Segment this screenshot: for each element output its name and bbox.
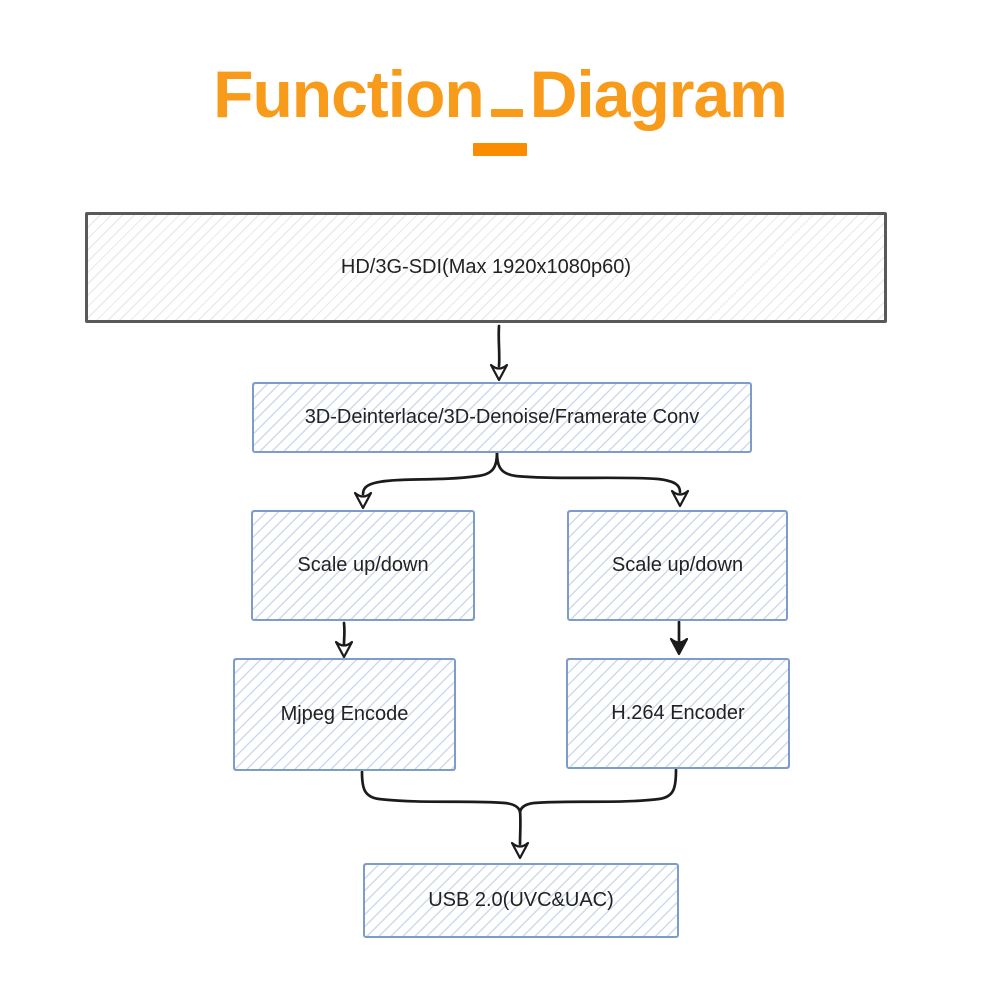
arrowhead-scale-left bbox=[353, 491, 373, 510]
node-scale-left: Scale up/down bbox=[251, 510, 475, 621]
arrowhead-scale-right bbox=[670, 489, 690, 508]
arrowhead-usb bbox=[510, 841, 530, 860]
node-h264-encoder: H.264 Encoder bbox=[566, 658, 790, 769]
node-deinterlace-denoise: 3D-Deinterlace/3D-Denoise/Framerate Conv bbox=[252, 382, 752, 453]
node-mjpeg-encode: Mjpeg Encode bbox=[233, 658, 456, 771]
arrowhead-mjpeg bbox=[334, 640, 354, 659]
arrowhead-h264 bbox=[669, 637, 689, 656]
node-usb-output: USB 2.0(UVC&UAC) bbox=[363, 863, 679, 938]
node-scale-right: Scale up/down bbox=[567, 510, 788, 621]
title-dash-decoration bbox=[473, 143, 527, 156]
node-sdi-input: HD/3G-SDI(Max 1920x1080p60) bbox=[85, 212, 887, 323]
edge-sdi-to-deint bbox=[497, 324, 501, 368]
page-title: Function Diagram bbox=[0, 56, 1000, 132]
edge-deint-to-scale-right bbox=[495, 450, 682, 494]
edge-mjpeg-to-merge bbox=[360, 770, 522, 814]
title-underscore-decoration bbox=[490, 109, 523, 117]
arrowhead-deint bbox=[489, 363, 509, 382]
edge-h264-to-merge bbox=[518, 768, 678, 814]
title-word-function: Function bbox=[213, 57, 485, 131]
title-word-diagram: Diagram bbox=[529, 57, 788, 131]
edge-deint-to-scale-left bbox=[361, 450, 499, 496]
